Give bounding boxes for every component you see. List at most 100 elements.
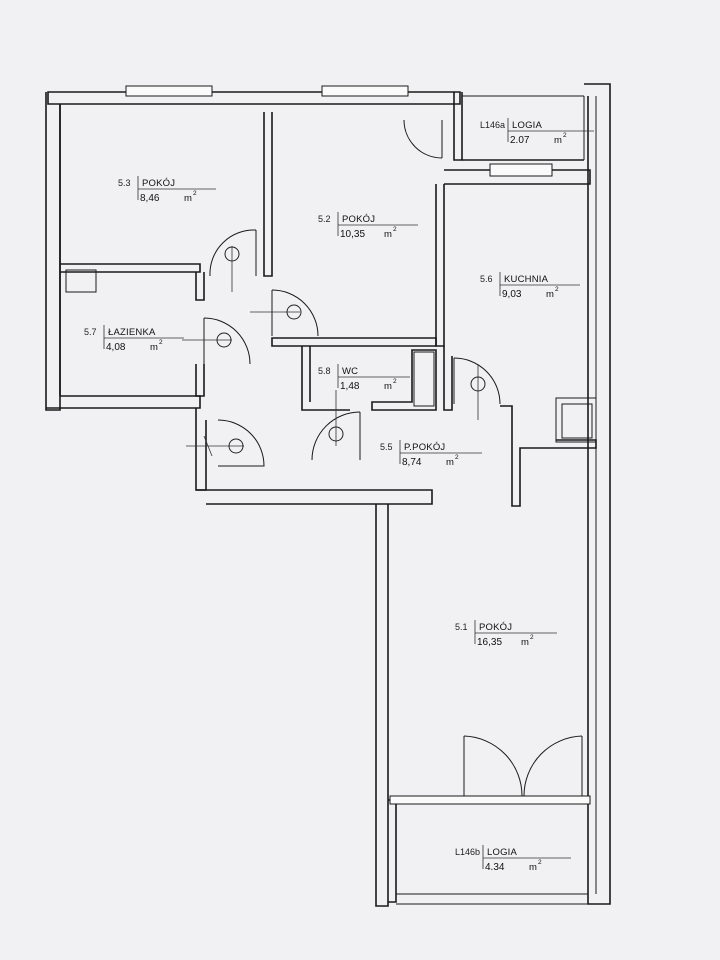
room-name: LOGIA: [512, 120, 543, 131]
room-area: 9,03: [502, 289, 522, 300]
balcony-door-left: [463, 735, 523, 797]
area-superscript: 2: [393, 378, 397, 385]
hall-left-wall: [195, 408, 207, 491]
left-outer-wall: [45, 92, 61, 411]
doors: [182, 119, 583, 797]
wall-57-right-bottom: [195, 364, 205, 397]
room-area: 2.07: [510, 135, 530, 146]
wall-56-bottom: [500, 405, 597, 507]
loggia-b-left: [388, 799, 397, 903]
room-name: POKÓJ: [142, 178, 175, 189]
area-unit: m: [150, 342, 158, 353]
room-number: 5.2: [318, 214, 331, 224]
door-56-knob: [470, 376, 486, 392]
loggia-a-left: [453, 92, 463, 161]
loggia-b-bottom: [396, 893, 589, 905]
door-entrance-knob: [228, 438, 244, 454]
room-number: L146a: [480, 120, 505, 130]
room-number: 5.7: [84, 327, 97, 337]
hall-bottom-wall: [196, 489, 433, 505]
room-area: 4.34: [485, 862, 505, 873]
door-52-knob: [286, 304, 302, 320]
wc-left-wall: [301, 346, 350, 411]
room-number: 5.1: [455, 622, 468, 632]
area-superscript: 2: [530, 634, 534, 641]
area-unit: m: [446, 457, 454, 468]
bathroom-bottom-wall: [46, 395, 201, 409]
area-unit: m: [184, 193, 192, 204]
room-number: 5.6: [480, 274, 493, 284]
area-superscript: 2: [159, 339, 163, 346]
door-58: [311, 411, 361, 461]
room-number: 5.5: [380, 442, 393, 452]
area-superscript: 2: [393, 226, 397, 233]
wall-52-bottom: [271, 337, 437, 347]
area-superscript: 2: [563, 132, 567, 139]
room-name: LOGIA: [487, 847, 518, 858]
wall-53-57: [60, 263, 201, 273]
walls: [45, 83, 611, 907]
right-outer-wall: [584, 83, 611, 905]
room-area: 16,35: [477, 637, 502, 648]
wall-56-lower: [443, 346, 453, 411]
wall-52-56: [435, 184, 445, 347]
window-56: [489, 163, 553, 177]
living-left-wall: [375, 504, 389, 907]
balcony-door-right: [523, 735, 583, 797]
door-57: [203, 317, 251, 365]
door-entrance-mark: [203, 435, 213, 457]
room-area: 4,08: [106, 342, 126, 353]
wc-right-wall: [371, 349, 437, 411]
room-area: 10,35: [340, 229, 365, 240]
area-unit: m: [384, 381, 392, 392]
room-name: P.POKÓJ: [404, 442, 445, 453]
window-loggia-b: [389, 795, 591, 805]
room-name: KUCHNIA: [504, 274, 549, 285]
room-area: 1,48: [340, 381, 360, 392]
wall-57-right-top: [195, 272, 205, 301]
area-superscript: 2: [555, 286, 559, 293]
door-57-knob: [216, 332, 232, 348]
windows: [125, 85, 591, 805]
area-unit: m: [554, 135, 562, 146]
window-53: [125, 85, 213, 97]
area-superscript: 2: [538, 859, 542, 866]
room-name: ŁAZIENKA: [108, 327, 156, 338]
kitchen-duct-inner: [561, 403, 593, 439]
area-unit: m: [529, 862, 537, 873]
room-area: 8,46: [140, 193, 160, 204]
area-superscript: 2: [193, 190, 197, 197]
room-name: WC: [342, 366, 358, 377]
wc-duct: [413, 351, 435, 407]
room-number: 5.3: [118, 178, 131, 188]
room-number: 5.8: [318, 366, 331, 376]
door-loggia-a: [403, 119, 443, 159]
room-number: L146b: [455, 847, 480, 857]
window-52: [321, 85, 409, 97]
area-unit: m: [546, 289, 554, 300]
room-area: 8,74: [402, 457, 422, 468]
door-58-knob: [328, 426, 344, 442]
door-52: [271, 289, 319, 337]
area-superscript: 2: [455, 454, 459, 461]
area-unit: m: [384, 229, 392, 240]
room-name: POKÓJ: [342, 214, 375, 225]
wall-53-52: [263, 112, 273, 277]
area-unit: m: [521, 637, 529, 648]
door-53: [209, 229, 257, 277]
room-name: POKÓJ: [479, 622, 512, 633]
door-entrance: [217, 419, 265, 467]
door-53-knob: [224, 246, 240, 262]
